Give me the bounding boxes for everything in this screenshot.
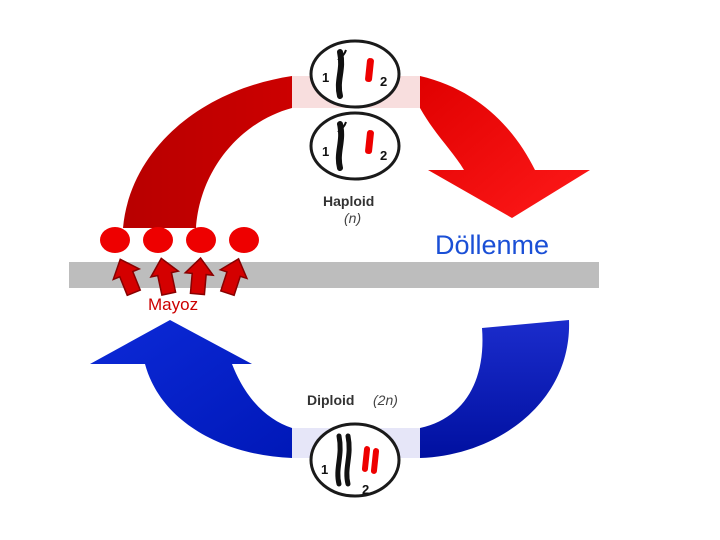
- meiosis-arrows: [112, 256, 249, 297]
- chromosome-1-label: 1: [322, 70, 329, 85]
- diploid-ploidy-label: (2n): [373, 392, 398, 408]
- chromosome-1-label: 1: [322, 144, 329, 159]
- chromosome-2-label: 2: [380, 74, 387, 89]
- blue-arc-right: [420, 320, 570, 458]
- chromosome-2-label: 2: [380, 148, 387, 163]
- up-arrow-icon: [218, 257, 249, 297]
- haploid-label: Haploid: [323, 193, 375, 209]
- up-arrow-icon: [149, 257, 181, 296]
- gamete-cell: [229, 227, 259, 253]
- diploid-cell: 1 2: [309, 422, 401, 498]
- up-arrow-icon: [112, 258, 142, 297]
- diploid-label: Diploid: [307, 392, 355, 408]
- gamete-cell: [143, 227, 173, 253]
- divider-band: [69, 262, 599, 288]
- up-arrow-icon: [183, 256, 215, 296]
- meiosis-label: Mayoz: [148, 295, 199, 314]
- red-arrow-fertilization: [420, 76, 590, 218]
- gamete-cell: [186, 227, 216, 253]
- gamete-cells: [100, 227, 259, 253]
- haploid-cell-top: 1 2: [309, 39, 401, 109]
- fertilization-label: Döllenme: [435, 230, 550, 260]
- chromosome-1-label: 1: [321, 462, 328, 477]
- haploid-cell-bottom: 1 2: [309, 111, 401, 181]
- red-arc-left: [123, 76, 292, 228]
- gamete-cell: [100, 227, 130, 253]
- chromosome-2-label: 2: [362, 482, 369, 497]
- blue-arrow-return: [90, 320, 292, 458]
- haploid-ploidy-label: (n): [344, 210, 362, 226]
